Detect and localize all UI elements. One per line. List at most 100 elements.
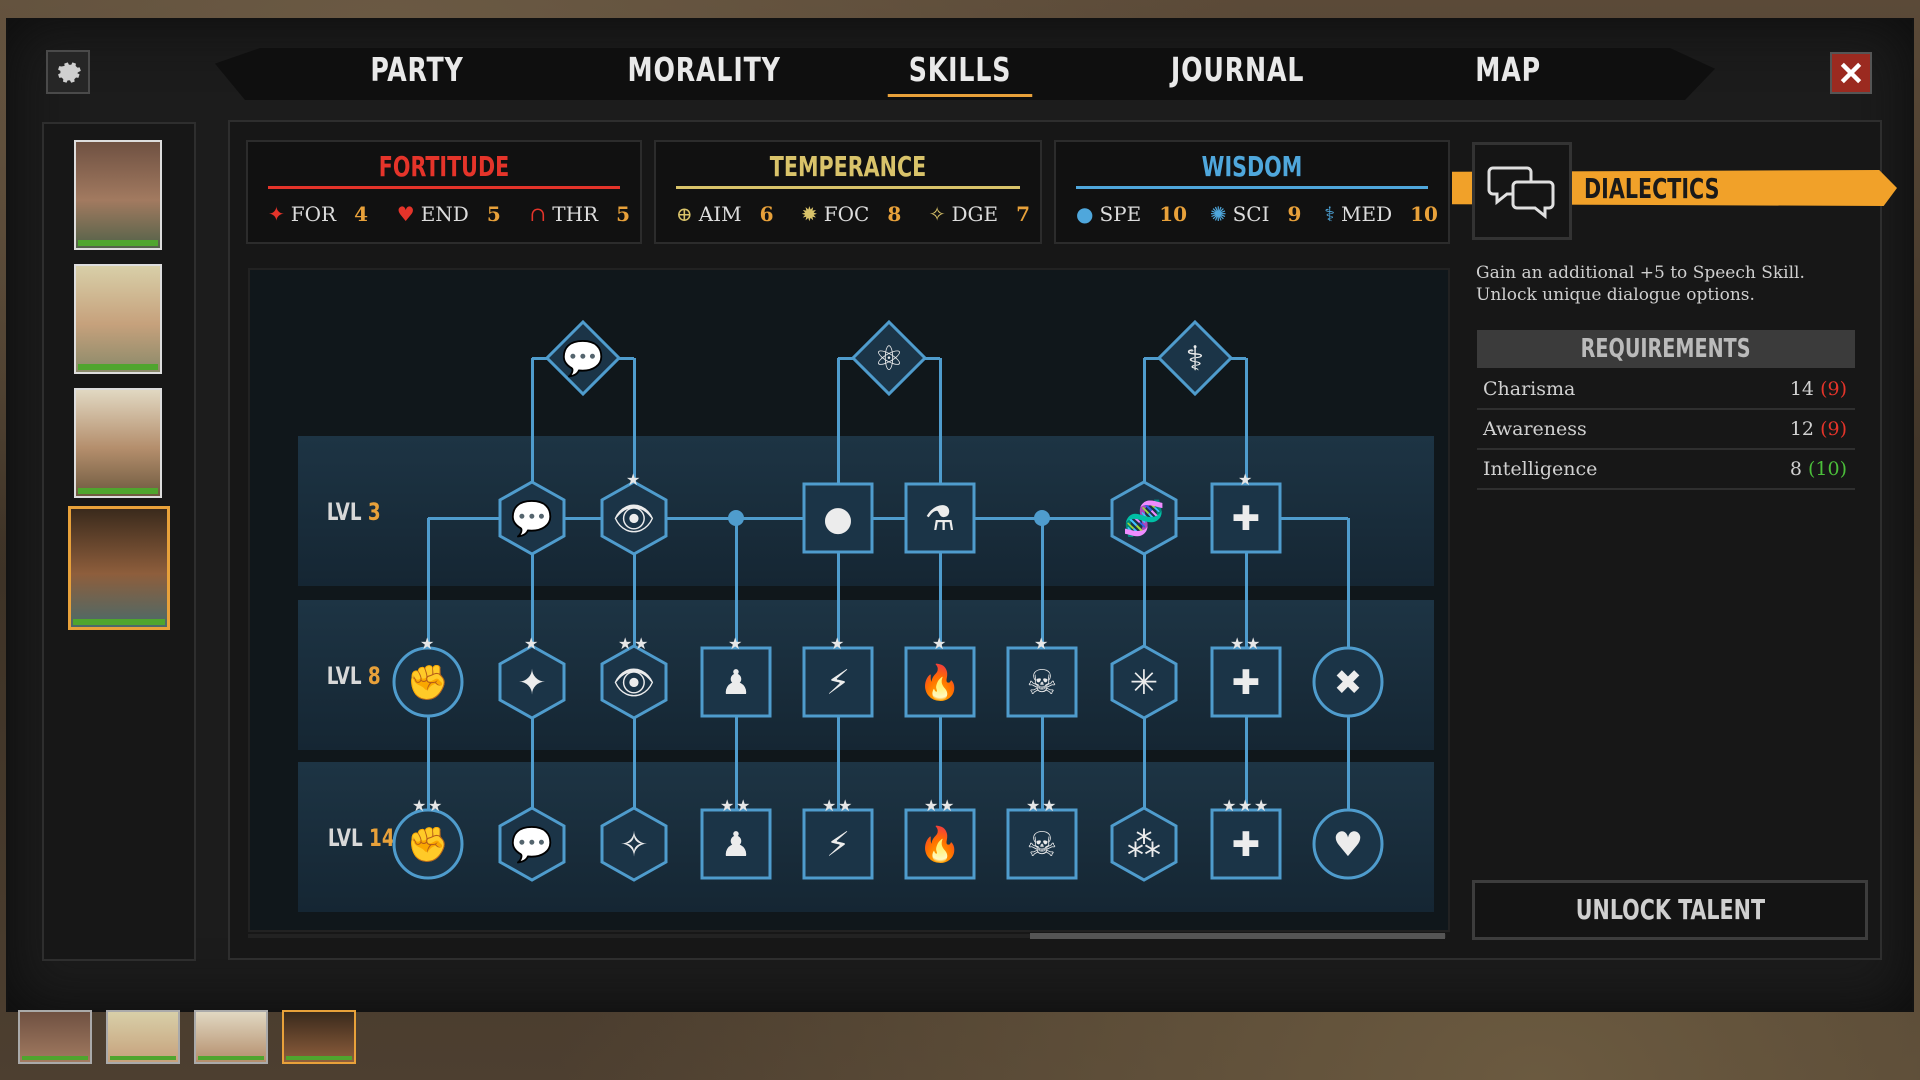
tab-party[interactable]: PARTY	[370, 50, 464, 89]
rank-star-icon: ★	[428, 796, 443, 815]
talent-node-lvl3-5[interactable]: 🧬	[1106, 480, 1182, 556]
tree-connector	[1143, 358, 1146, 518]
talent-node-lvl8-1[interactable]: ✊★	[390, 634, 466, 720]
talent-node-lvl8-10[interactable]: ✖	[1310, 644, 1386, 720]
talent-node-header-3[interactable]: ⚕	[1156, 319, 1234, 397]
talent-node-lvl14-3[interactable]: ✧	[596, 806, 672, 882]
rank-star-icon: ★	[412, 796, 427, 815]
talent-node-lvl14-5[interactable]: ⚡★★	[800, 796, 876, 882]
mini-portrait-4[interactable]	[282, 1010, 356, 1064]
stat-value: 10	[1159, 202, 1188, 226]
talent-node-header-1[interactable]: 💬	[544, 319, 622, 397]
talent-node-lvl14-4[interactable]: ♟★★	[698, 796, 774, 882]
flask-icon: ⚗	[925, 499, 955, 539]
vitruvian-icon: ✳	[1130, 663, 1159, 703]
talent-node-lvl14-8[interactable]: ⁂	[1106, 806, 1182, 882]
heart-icon: ♥	[396, 202, 415, 226]
talent-node-lvl14-2[interactable]: 💬	[494, 806, 570, 882]
running-icon: ✧	[928, 202, 946, 226]
stat-label: FOC	[823, 202, 870, 226]
rank-star-icon: ★	[1230, 634, 1245, 653]
unlock-talent-button[interactable]: UNLOCK TALENT	[1472, 880, 1868, 940]
rank-star-icon: ★	[830, 634, 845, 653]
medkit-icon: ✚	[1232, 663, 1261, 703]
rank-star-icon: ★	[420, 634, 435, 653]
talent-node-lvl8-9[interactable]: ✚★★	[1208, 634, 1284, 720]
talent-node-lvl14-7[interactable]: ☠★★	[1004, 796, 1080, 882]
stat-label: AIM	[698, 202, 742, 226]
talent-node-lvl8-6[interactable]: 🔥★	[902, 634, 978, 720]
mini-portrait-3[interactable]	[194, 1010, 268, 1064]
close-button[interactable]	[1830, 52, 1872, 94]
tab-map[interactable]: MAP	[1475, 50, 1541, 89]
talent-node-lvl8-3[interactable]: 👁★★	[596, 634, 672, 720]
tab-morality[interactable]: MORALITY	[627, 50, 781, 89]
party-portrait-1[interactable]	[74, 140, 162, 250]
talent-description: Gain an additional +5 to Speech Skill. U…	[1476, 263, 1805, 305]
talent-node-header-2[interactable]: ⚛	[850, 319, 928, 397]
settings-button[interactable]	[46, 50, 90, 94]
talent-node-lvl3-3[interactable]: ●	[800, 480, 876, 556]
party-portrait-4[interactable]	[68, 506, 170, 630]
molecule-icon: ⁂	[1127, 825, 1161, 865]
tree-connector	[939, 358, 942, 518]
talent-node-lvl8-2[interactable]: ✦★	[494, 634, 570, 720]
raised-fist-icon: ✊	[407, 825, 449, 865]
requirement-name: Awareness	[1483, 418, 1587, 440]
attribute-divider	[1076, 186, 1428, 189]
figure-icon: ✧	[620, 825, 649, 865]
stat-label: DGE	[951, 202, 999, 226]
requirement-value: 8 (10)	[1789, 458, 1847, 480]
skull-icon: ☠	[1027, 825, 1057, 865]
rank-star-icon: ★	[838, 796, 853, 815]
dna-icon: 🧬	[1123, 498, 1165, 539]
talent-node-lvl14-9[interactable]: ✚★★★	[1208, 796, 1284, 882]
lightning-icon: ⚡	[826, 825, 850, 865]
talent-node-lvl3-1[interactable]: 💬	[494, 480, 570, 556]
stat-label: THR	[552, 202, 599, 226]
heartbeat-icon: ♥	[1333, 825, 1363, 865]
talent-node-lvl3-4[interactable]: ⚗	[902, 480, 978, 556]
talent-node-lvl14-10[interactable]: ♥	[1310, 806, 1386, 882]
speech-bubbles-icon: 💬	[511, 825, 553, 865]
skill-tree: LVL 3 LVL 8 LVL 14 💬⚛⚕💬👁★●⚗🧬✚★✊★✦★👁★★♟★⚡…	[248, 268, 1450, 932]
rank-star-icon: ★	[1238, 796, 1253, 815]
tab-skills[interactable]: SKILLS	[887, 50, 1033, 97]
rank-star-icon: ★	[932, 634, 947, 653]
talent-node-lvl8-5[interactable]: ⚡★	[800, 634, 876, 720]
talent-node-lvl8-8[interactable]: ✳	[1106, 644, 1182, 720]
talent-node-lvl14-6[interactable]: 🔥★★	[902, 796, 978, 882]
stat-label: MED	[1341, 202, 1393, 226]
level-label: LVL 14	[327, 824, 395, 852]
mini-portrait-2[interactable]	[106, 1010, 180, 1064]
rank-star-icon: ★	[524, 634, 539, 653]
talent-node-lvl8-7[interactable]: ☠★	[1004, 634, 1080, 720]
claw-icon: ✦	[268, 202, 285, 226]
tab-journal[interactable]: JOURNAL	[1170, 50, 1305, 89]
level-label: LVL 3	[326, 498, 381, 526]
attribute-title: WISDOM	[1201, 150, 1303, 183]
stat-label: SPE	[1099, 202, 1142, 226]
tree-scrollbar-thumb[interactable]	[1030, 933, 1445, 939]
mini-portrait-1[interactable]	[18, 1010, 92, 1064]
party-portrait-3[interactable]	[74, 388, 162, 498]
talent-node-lvl14-1[interactable]: ✊ ★★	[390, 796, 466, 882]
health-bar	[78, 240, 158, 246]
talent-node-lvl3-6[interactable]: ✚★	[1208, 470, 1284, 556]
tree-connector	[428, 517, 1348, 520]
stat-value: 5	[486, 202, 501, 226]
gear-icon	[58, 62, 81, 83]
talent-node-lvl8-4[interactable]: ♟★	[698, 634, 774, 720]
atom-icon: ⚛	[874, 339, 904, 379]
speech-bubbles-icon	[1487, 166, 1555, 220]
tree-junction	[1034, 510, 1050, 526]
sun-icon: ✹	[800, 202, 818, 226]
tab-bar	[215, 48, 1715, 100]
talent-node-lvl3-2[interactable]: 👁★	[596, 470, 672, 556]
party-portrait-2[interactable]	[74, 264, 162, 374]
close-icon	[1840, 62, 1862, 84]
